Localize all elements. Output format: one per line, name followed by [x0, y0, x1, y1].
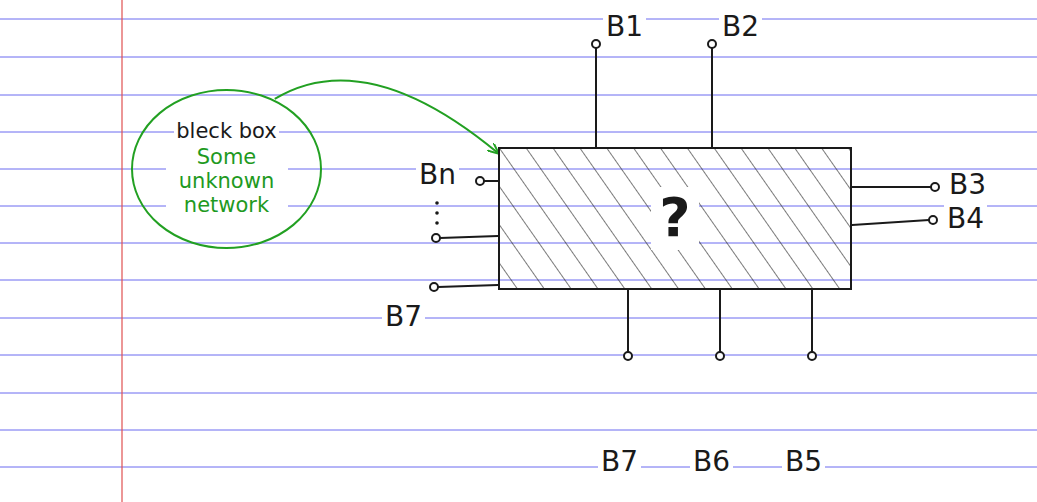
pin-wire	[438, 285, 498, 287]
pin-terminal	[708, 40, 716, 48]
pin-terminal	[716, 352, 724, 360]
pin-label: B4	[944, 204, 987, 235]
pin-terminal	[432, 234, 440, 242]
black-box: ?	[498, 147, 852, 290]
pin-terminal	[624, 352, 632, 360]
pin-label: B3	[946, 170, 989, 201]
pin-label: B7	[598, 447, 641, 478]
pin-label: B2	[719, 12, 762, 43]
pin-wire	[811, 290, 813, 352]
pin-terminal	[592, 40, 600, 48]
pin-label: B5	[782, 447, 825, 478]
pin-terminal	[430, 283, 438, 291]
pin-wire	[440, 236, 498, 238]
pin-label: Bn	[416, 160, 459, 191]
pointer-arrow	[275, 80, 498, 153]
pin-wire	[595, 48, 597, 147]
pin-wire	[484, 180, 498, 182]
pin-terminal	[476, 177, 484, 185]
pin-wire	[719, 290, 721, 352]
pin-terminal	[931, 183, 939, 191]
pin-wire	[711, 48, 713, 147]
note-ellipse: bleck boxSome unknown network	[130, 88, 323, 250]
ellipsis-dots	[435, 201, 439, 225]
pin-wire	[852, 186, 931, 188]
pin-label: B1	[603, 12, 646, 43]
pin-wire	[627, 290, 629, 352]
note-text: Some unknown network	[166, 145, 288, 217]
pin-label: B6	[690, 447, 733, 478]
pin-terminal	[808, 352, 816, 360]
pin-label: B7	[382, 302, 425, 333]
pin-wire	[852, 220, 929, 225]
pin-terminal	[929, 216, 937, 224]
ruled-lines	[0, 19, 1037, 467]
question-mark: ?	[651, 187, 698, 249]
margin-line	[121, 0, 122, 502]
note-text: bleck box	[174, 119, 278, 143]
